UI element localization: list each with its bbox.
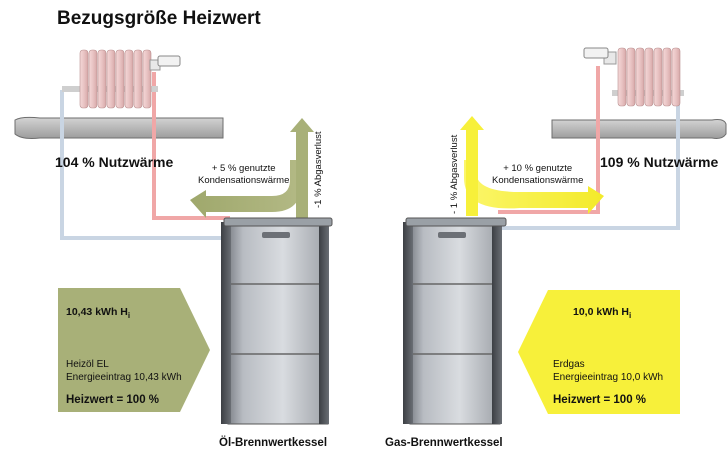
kondensation-arrow-gas bbox=[464, 160, 604, 214]
abgas-arrow-gas bbox=[460, 116, 484, 216]
fuel-label-oil: Heizöl EL bbox=[66, 359, 109, 370]
nutzwaerme-oil: 104 % Nutzwärme bbox=[55, 154, 174, 170]
floor-slab-right bbox=[551, 119, 727, 139]
abgasverlust-label-oil: -1 % Abgasverlust bbox=[313, 131, 324, 208]
heizwert-gas: Heizwert = 100 % bbox=[553, 394, 647, 406]
kwh-label-oil: 10,43 kWh Hi bbox=[66, 306, 131, 321]
return-pipe-right bbox=[500, 72, 680, 230]
caption-gas: Gas-Brennwertkessel bbox=[385, 437, 503, 449]
kondensation-label-oil: + 5 % genutzte Kondensationswärme bbox=[198, 163, 290, 186]
heizwert-oil: Heizwert = 100 % bbox=[66, 394, 160, 406]
radiator-fin bbox=[142, 49, 152, 109]
return-pipe-left bbox=[60, 90, 228, 240]
energieeintrag-gas: Energieeintrag 10,0 kWh bbox=[553, 372, 664, 383]
boiler-gas bbox=[403, 217, 507, 425]
supply-pipe-right bbox=[498, 66, 600, 214]
kondensation-arrow-oil bbox=[190, 160, 302, 218]
boiler-oil bbox=[221, 217, 333, 425]
radiator-fin bbox=[626, 47, 636, 107]
abgasverlust-label-gas: - 1 % Abgasverlust bbox=[449, 134, 460, 214]
energieeintrag-oil: Energieeintrag 10,43 kWh bbox=[66, 372, 182, 383]
radiator-left bbox=[62, 49, 181, 109]
radiator-fin bbox=[653, 47, 663, 107]
radiator-fin bbox=[106, 49, 116, 109]
radiator-fin bbox=[644, 47, 654, 107]
radiator-fin bbox=[79, 49, 89, 109]
radiator-fin bbox=[115, 49, 125, 109]
abgas-arrow-oil bbox=[290, 118, 314, 218]
radiator-fin bbox=[97, 49, 107, 109]
floor-slab-left bbox=[14, 116, 224, 139]
fuel-label-gas: Erdgas bbox=[553, 359, 585, 370]
radiator-right bbox=[583, 47, 684, 107]
input-arrow-gas bbox=[518, 290, 680, 414]
radiator-fin bbox=[617, 47, 627, 107]
kondensation-label-gas: + 10 % genutzte Kondensationswärme bbox=[492, 163, 584, 186]
caption-oil: Öl-Brennwertkessel bbox=[219, 437, 328, 449]
radiator-fin bbox=[124, 49, 134, 109]
kwh-label-gas: 10,0 kWh Hi bbox=[573, 306, 632, 321]
page-title: Bezugsgröße Heizwert bbox=[57, 8, 261, 29]
supply-pipe-left bbox=[152, 72, 230, 220]
nutzwaerme-gas: 109 % Nutzwärme bbox=[600, 154, 719, 170]
radiator-fin bbox=[662, 47, 672, 107]
radiator-fin bbox=[88, 49, 98, 109]
radiator-fin bbox=[635, 47, 645, 107]
radiator-fin bbox=[133, 49, 143, 109]
input-arrow-oil bbox=[58, 288, 210, 412]
radiator-fin bbox=[671, 47, 681, 107]
